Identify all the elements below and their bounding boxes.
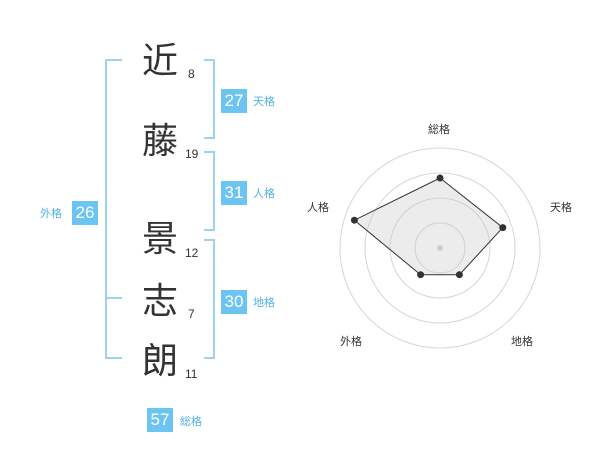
radar-ring-3 [364, 172, 516, 324]
radar-data-polygon [353, 177, 504, 276]
jinkaku-bracket [204, 151, 215, 231]
chikaku-value: 30 [221, 290, 247, 314]
stroke-count-5: 11 [185, 367, 198, 381]
radar-point-5 [350, 216, 358, 224]
name-char-5: 朗 [141, 341, 178, 382]
chikaku-bracket [204, 239, 215, 359]
stroke-count-1: 8 [188, 67, 195, 81]
chikaku-label: 地格 [253, 296, 275, 309]
radar-axis-label-4: 外格 [340, 335, 362, 348]
soukaku-value: 57 [147, 408, 173, 432]
name-char-1: 近 [141, 41, 178, 82]
name-char-4: 志 [141, 281, 178, 322]
radar-ring-2 [389, 197, 491, 299]
radar-point-1 [436, 174, 444, 182]
tenkaku-bracket [204, 59, 215, 139]
radar-point-2 [499, 224, 507, 232]
radar-center-dot [437, 245, 443, 251]
jinkaku-value: 31 [221, 181, 247, 205]
stroke-count-2: 19 [185, 147, 199, 161]
tenkaku-value: 27 [221, 89, 247, 113]
radar-axis-label-1: 総格 [428, 123, 450, 136]
stroke-count-3: 12 [185, 246, 199, 260]
jinkaku-label: 人格 [253, 187, 275, 200]
tenkaku-label: 天格 [253, 95, 275, 108]
radar-axis-label-3: 地格 [511, 335, 533, 348]
radar-point-3 [455, 271, 463, 279]
stroke-count-4: 7 [188, 307, 195, 321]
gaikaku-bracket [105, 59, 122, 359]
radar-point-4 [417, 271, 425, 279]
name-char-2: 藤 [141, 121, 178, 162]
radar-axis-label-5: 人格 [307, 201, 329, 214]
radar-ring-1 [414, 222, 466, 274]
soukaku-label: 総格 [180, 415, 202, 428]
name-char-3: 景 [141, 219, 178, 260]
radar-axis-label-2: 天格 [550, 201, 572, 214]
gaikaku-value: 26 [72, 201, 98, 225]
gaikaku-label: 外格 [40, 207, 62, 220]
